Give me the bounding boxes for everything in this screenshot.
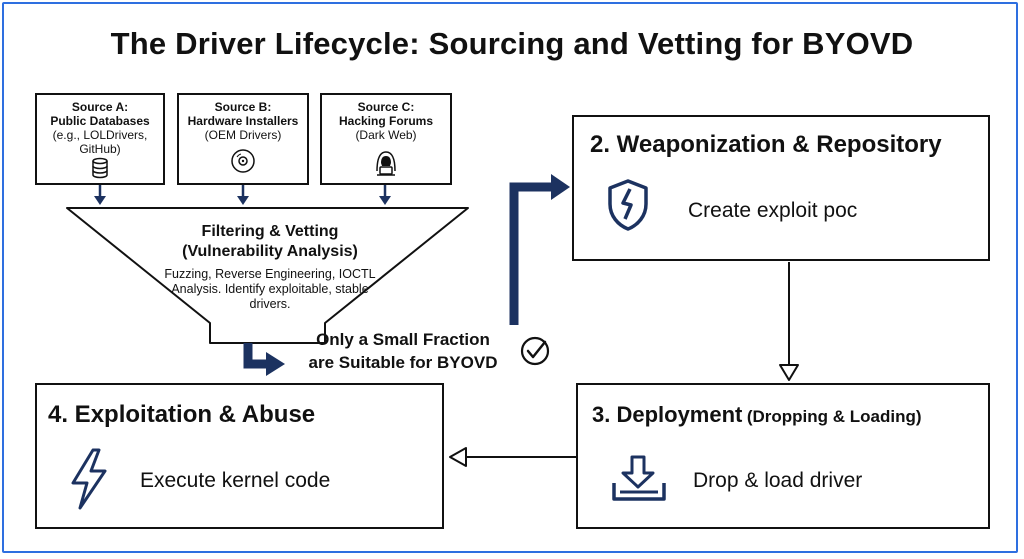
source-c-line1: (Dark Web) (355, 128, 417, 142)
source-b-box: Source B: Hardware Installers (OEM Drive… (177, 93, 309, 185)
source-a-line2: GitHub) (79, 142, 121, 156)
funnel-title-line1: Filtering & Vetting (201, 223, 339, 240)
funnel-body: Fuzzing, Reverse Engineering, IOCTL Anal… (164, 267, 376, 311)
source-c-heading: Source C: (357, 100, 415, 114)
source-a-heading: Source A: (71, 100, 129, 114)
source-a-heading2: Public Databases (50, 114, 150, 128)
source-a-line1: (e.g., LOLDrivers, (52, 128, 148, 142)
diagram-title: The Driver Lifecycle: Sourcing and Vetti… (110, 26, 914, 61)
deployment-title-main: 3. Deployment (592, 402, 743, 427)
source-c-box: Source C: Hacking Forums (Dark Web) (320, 93, 452, 185)
fraction-line2: are Suitable for BYOVD (308, 353, 498, 372)
weaponization-title: 2. Weaponization & Repository (590, 131, 942, 158)
source-b-heading: Source B: (214, 100, 272, 114)
source-b-heading2: Hardware Installers (187, 114, 299, 128)
lightning-icon (71, 448, 107, 510)
funnel-title-line2: (Vulnerability Analysis) (182, 243, 358, 260)
fraction-label: Only a Small Fraction are Suitable for B… (288, 328, 518, 374)
deployment-desc: Drop & load driver (693, 469, 863, 492)
fraction-line1: Only a Small Fraction (316, 330, 490, 349)
source-c-heading2: Hacking Forums (338, 114, 434, 128)
weaponization-box: 2. Weaponization & Repository Create exp… (572, 115, 990, 261)
download-tray-icon (612, 455, 666, 501)
database-icon (92, 157, 108, 179)
outer-frame (2, 2, 1018, 553)
disc-icon (231, 149, 255, 173)
deployment-title-extra: (Dropping & Loading) (746, 407, 922, 426)
funnel-title: Filtering & Vetting (Vulnerability Analy… (140, 222, 400, 262)
deployment-title: 3. Deployment (Dropping & Loading) (592, 402, 922, 428)
broken-shield-icon (608, 179, 648, 231)
source-b-line1: (OEM Drivers) (204, 128, 282, 142)
deployment-box: 3. Deployment (Dropping & Loading) Drop … (576, 383, 990, 529)
exploitation-desc: Execute kernel code (140, 469, 331, 492)
hooded-hacker-icon (376, 151, 396, 176)
weaponization-desc: Create exploit poc (688, 199, 858, 222)
exploitation-box: 4. Exploitation & Abuse Execute kernel c… (35, 383, 444, 529)
source-a-box: Source A: Public Databases (e.g., LOLDri… (35, 93, 165, 185)
exploitation-title: 4. Exploitation & Abuse (48, 401, 316, 428)
